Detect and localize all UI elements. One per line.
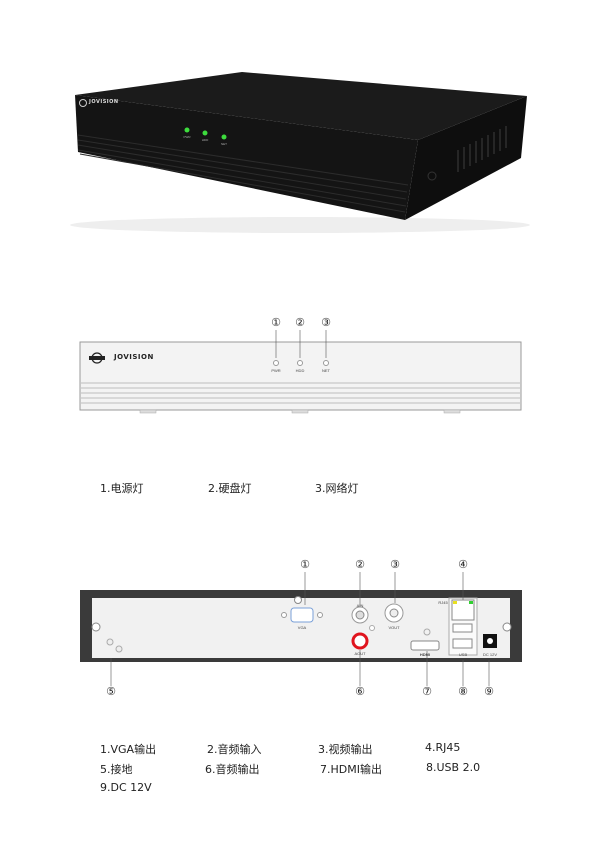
usb-port <box>452 623 473 633</box>
callout-5: ⑤ <box>106 685 116 698</box>
led-label: PWR <box>183 135 191 139</box>
callout-1: ① <box>271 316 281 329</box>
vout-label: VOUT <box>388 625 400 630</box>
front-legend-item: 2.硬盘灯 <box>208 482 252 495</box>
callout-6: ⑥ <box>355 685 365 698</box>
rear-legend-item: 7.HDMI输出 <box>320 763 382 776</box>
net-led <box>221 134 227 140</box>
brand-logo-photo: JOVISION <box>89 99 119 105</box>
rj45-label: RJ45 <box>438 600 448 605</box>
callout-2: ② <box>295 316 305 329</box>
callout-3: ③ <box>321 316 331 329</box>
net-label: NET <box>322 368 330 373</box>
front-legend-item: 3.网络灯 <box>315 482 359 495</box>
rear-legend-item: 4.RJ45 <box>425 741 461 754</box>
rear-legend-item: 6.音频输出 <box>205 763 260 776</box>
hdd-label: HDD <box>295 368 305 373</box>
dc-label: DC 12V <box>482 652 498 657</box>
front-legend-item: 1.电源灯 <box>100 482 144 495</box>
rear-panel-drawing <box>80 572 522 686</box>
vga-port <box>290 607 314 623</box>
callout-9: ⑨ <box>484 685 494 698</box>
usb-port <box>452 638 473 649</box>
rear-legend-item: 9.DC 12V <box>100 781 152 794</box>
callout-4: ④ <box>458 558 468 571</box>
hdmi-label: HDMI <box>419 652 431 657</box>
rear-legend-item: 3.视频输出 <box>318 743 373 756</box>
rear-legend-item: 8.USB 2.0 <box>426 761 481 774</box>
rear-legend-item: 1.VGA输出 <box>100 743 157 756</box>
aout-port <box>351 632 369 650</box>
callout-3: ③ <box>390 558 400 571</box>
brand-logo-front: JOVISION <box>114 353 154 361</box>
rear-legend-item: 5.接地 <box>100 763 133 776</box>
usb-label: USB <box>458 652 468 657</box>
pwr-led <box>184 127 190 133</box>
callout-1: ① <box>300 558 310 571</box>
pwr-label: PWR <box>271 368 281 373</box>
hdmi-port <box>410 640 440 651</box>
aout-label: AOUT <box>354 651 366 656</box>
callout-2: ② <box>355 558 365 571</box>
ain-label: AIN <box>356 603 364 608</box>
callout-7: ⑦ <box>422 685 432 698</box>
callout-8: ⑧ <box>458 685 468 698</box>
vga-label: VGA <box>297 625 307 630</box>
rear-legend-item: 2.音频输入 <box>207 743 262 756</box>
led-label: NET <box>221 142 227 146</box>
front-panel-drawing <box>79 330 522 414</box>
hdd-led <box>202 130 208 136</box>
led-label: HDD <box>201 138 209 142</box>
